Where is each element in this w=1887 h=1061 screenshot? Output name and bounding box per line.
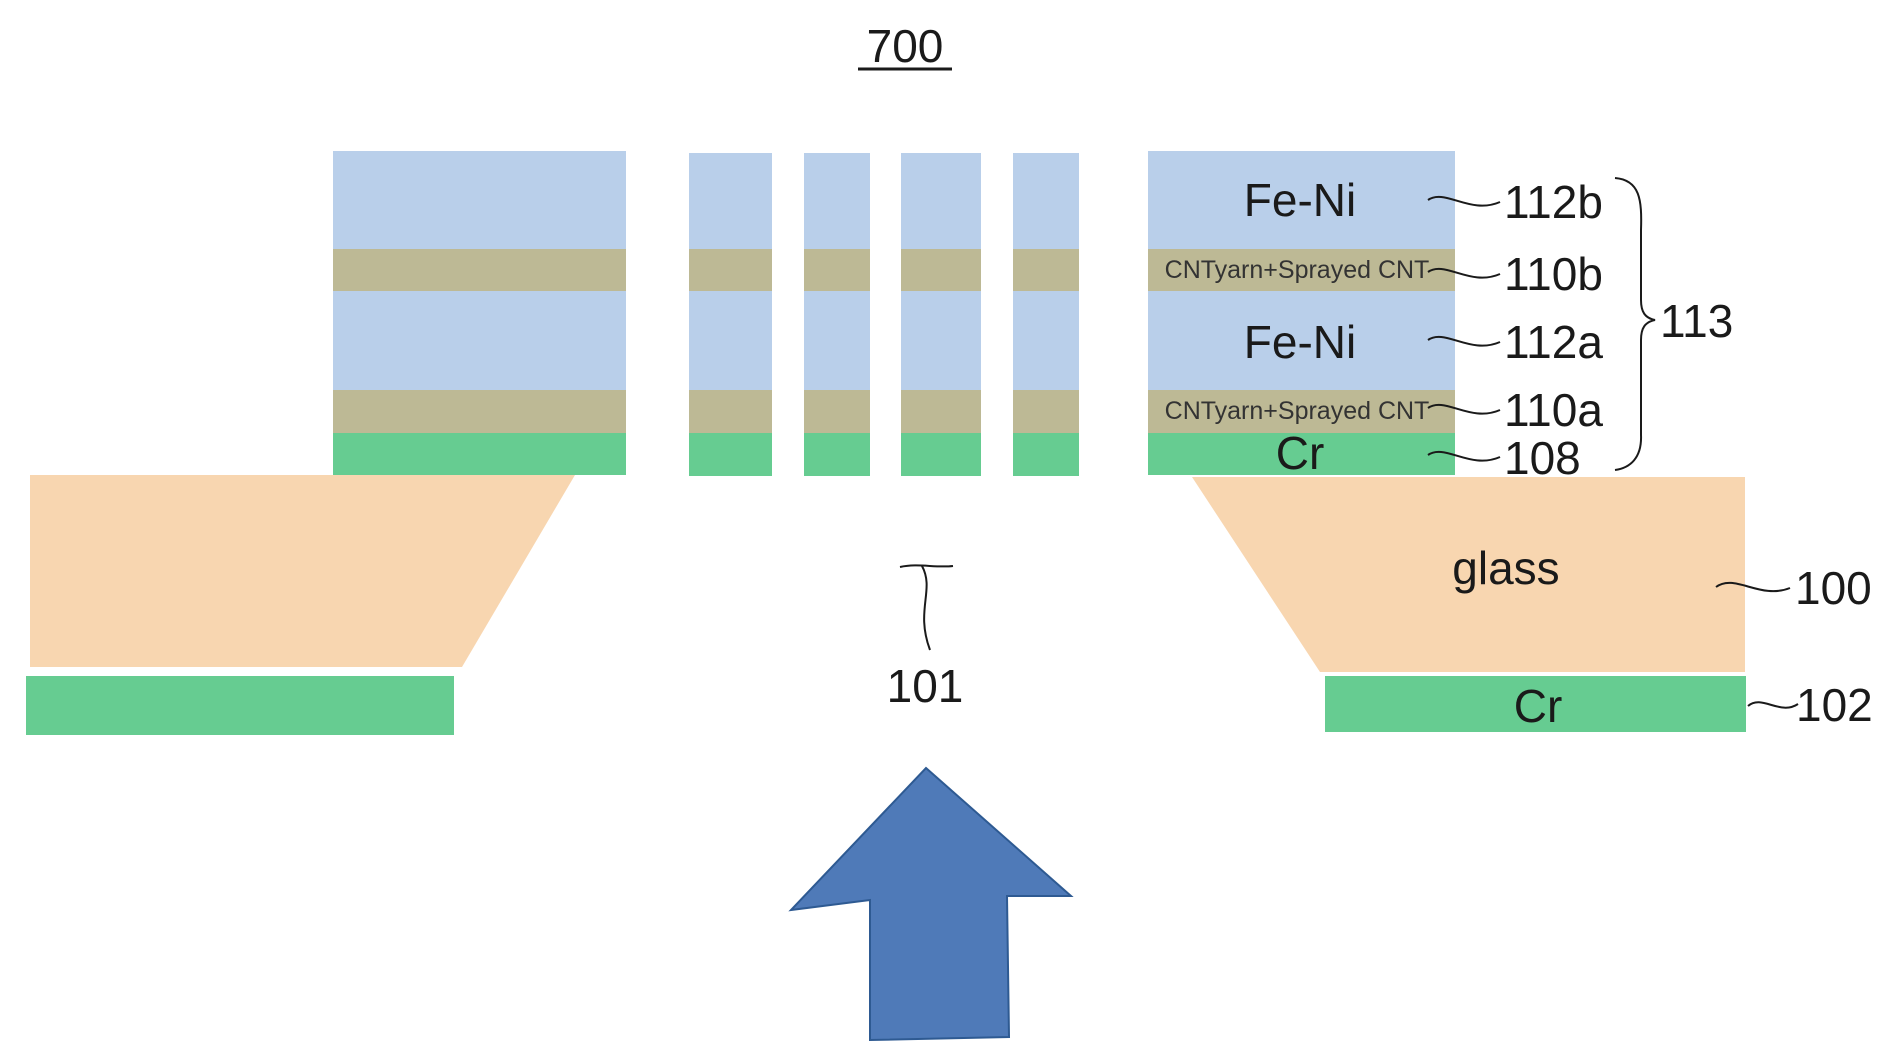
ref-113: 113	[1660, 295, 1733, 347]
figure-number: 700	[867, 20, 944, 72]
cr-layer-108	[333, 433, 626, 475]
fe-ni-layer-112b	[901, 153, 981, 249]
fe-ni-top-label: Fe-Ni	[1244, 174, 1356, 226]
fe-ni-layer-112a	[1013, 291, 1079, 390]
glass-label: glass	[1452, 542, 1559, 594]
cnt-layer-110a	[689, 390, 772, 433]
ref-112a: 112a	[1504, 316, 1603, 368]
cnt-layer-110b	[901, 249, 981, 291]
fe-ni-layer-112a	[333, 291, 626, 390]
cnt-layer-110a	[804, 390, 870, 433]
cnt-layer-110a	[333, 390, 626, 433]
ref-102: 102	[1796, 679, 1873, 731]
ref-101: 101	[887, 660, 964, 712]
glass-substrate-left	[30, 475, 575, 667]
fe-ni-layer-112b	[333, 151, 626, 249]
cnt-layer-110a	[901, 390, 981, 433]
fe-ni-layer-112b	[804, 153, 870, 249]
ref-100: 100	[1795, 562, 1872, 614]
cr-layer-108	[804, 433, 870, 476]
leader-101-top	[900, 565, 953, 567]
cnt-layer-110b	[804, 249, 870, 291]
fe-ni-layer-112a	[689, 291, 772, 390]
mask-pillar-1	[689, 153, 772, 476]
leader-102	[1748, 702, 1798, 707]
ref-110b: 110b	[1504, 248, 1603, 300]
cr-layer-bottom-left	[26, 676, 454, 735]
brace-113	[1615, 178, 1655, 470]
ref-110a: 110a	[1504, 384, 1603, 436]
cnt-layer-110b	[333, 249, 626, 291]
cnt-layer-110a	[1013, 390, 1079, 433]
leader-101	[922, 566, 930, 650]
cr-layer-108	[689, 433, 772, 476]
ref-108: 108	[1504, 432, 1581, 484]
cnt-layer-110b	[689, 249, 772, 291]
fe-ni-layer-112b	[1013, 153, 1079, 249]
arrow-up-icon	[791, 768, 1071, 1040]
cr-layer-108	[901, 433, 981, 476]
cnt-top-label: CNTyarn+Sprayed CNT	[1165, 256, 1430, 284]
fe-ni-mid-label: Fe-Ni	[1244, 316, 1356, 368]
cnt-layer-110b	[1013, 249, 1079, 291]
cr-layer-108	[1013, 433, 1079, 476]
fe-ni-layer-112a	[804, 291, 870, 390]
ref-112b: 112b	[1504, 176, 1603, 228]
mask-pillar-3	[901, 153, 981, 476]
mask-pillar-4	[1013, 153, 1079, 476]
cr-top-label: Cr	[1276, 427, 1325, 479]
fe-ni-layer-112a	[901, 291, 981, 390]
mask-pillar-2	[804, 153, 870, 476]
mask-column-left	[333, 151, 626, 475]
cnt-bottom-label: CNTyarn+Sprayed CNT	[1165, 397, 1430, 425]
fe-ni-layer-112b	[689, 153, 772, 249]
cr-bottom-label: Cr	[1514, 680, 1563, 732]
